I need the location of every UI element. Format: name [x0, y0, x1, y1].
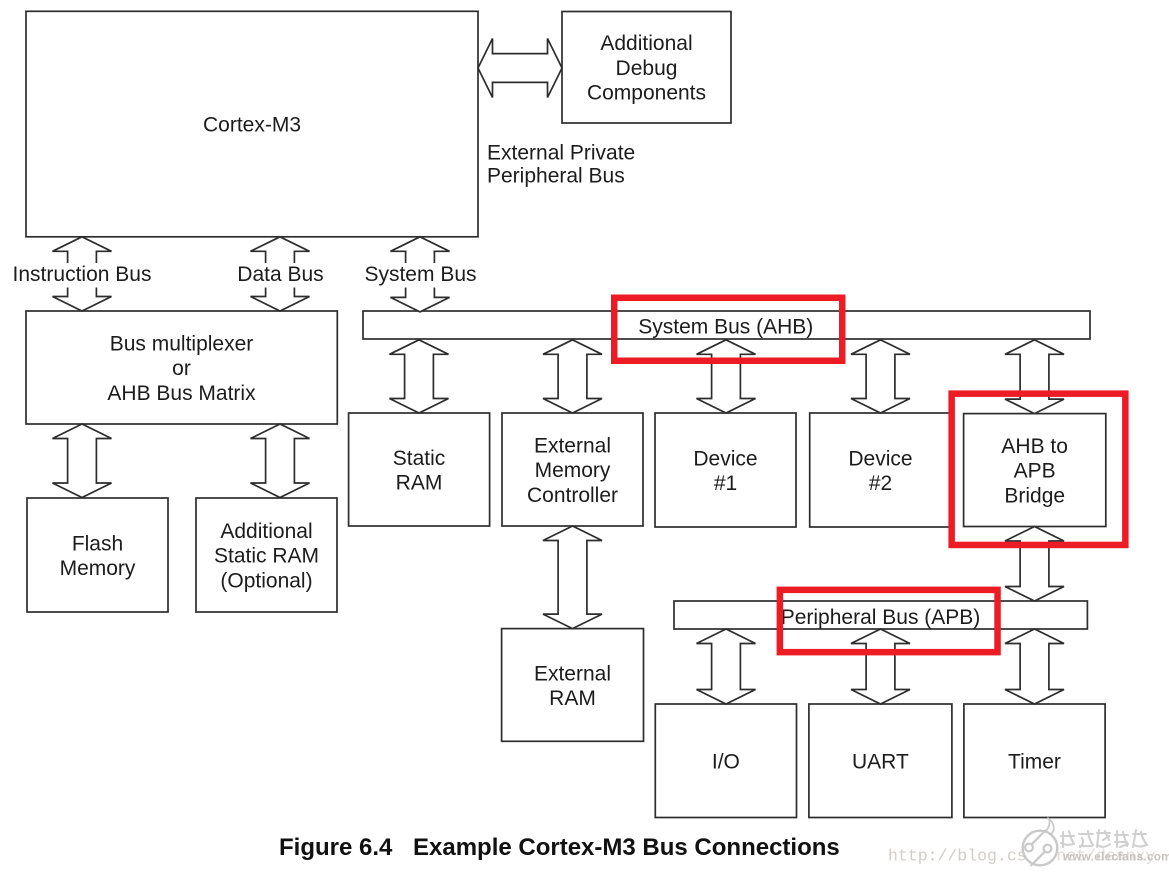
svg-text:External: External [534, 662, 611, 685]
svg-text:Additional: Additional [600, 32, 692, 55]
svg-text:Bus multiplexer: Bus multiplexer [110, 332, 254, 355]
svg-text:Components: Components [587, 82, 706, 105]
svg-text:Device: Device [693, 447, 757, 470]
svg-text:Flash: Flash [72, 532, 123, 555]
svg-text:Example Cortex-M3 Bus Connecti: Example Cortex-M3 Bus Connections [413, 834, 840, 861]
svg-text:System Bus (AHB): System Bus (AHB) [638, 316, 813, 339]
svg-text:#1: #1 [714, 472, 737, 495]
svg-text:Static: Static [393, 447, 446, 470]
svg-text:Memory: Memory [60, 557, 136, 580]
svg-text:Static RAM: Static RAM [214, 545, 319, 568]
svg-text:http://blog.csdn.net/deanxy: http://blog.csdn.net/deanxy [888, 847, 1155, 866]
svg-text:RAM: RAM [549, 687, 596, 710]
svg-text:External: External [534, 434, 611, 457]
svg-text:Debug: Debug [616, 57, 678, 80]
svg-text:Instruction Bus: Instruction Bus [13, 263, 152, 286]
svg-text:RAM: RAM [396, 472, 443, 495]
svg-text:Cortex-M3: Cortex-M3 [203, 114, 301, 137]
svg-text:Figure 6.4: Figure 6.4 [279, 834, 393, 861]
svg-text:Data Bus: Data Bus [237, 263, 323, 286]
svg-text:Peripheral Bus (APB): Peripheral Bus (APB) [781, 606, 981, 629]
svg-text:Memory: Memory [535, 459, 611, 482]
svg-text:APB: APB [1014, 460, 1056, 483]
svg-text:Timer: Timer [1008, 750, 1061, 773]
svg-text:#2: #2 [869, 472, 892, 495]
svg-text:System Bus: System Bus [364, 263, 476, 286]
svg-text:Bridge: Bridge [1004, 484, 1065, 507]
svg-text:AHB to: AHB to [1001, 435, 1068, 458]
svg-text:UART: UART [852, 750, 909, 773]
svg-text:Device: Device [848, 447, 912, 470]
svg-text:Peripheral Bus: Peripheral Bus [487, 165, 625, 188]
svg-text:(Optional): (Optional) [220, 569, 312, 592]
svg-text:or: or [172, 357, 191, 380]
svg-text:Additional: Additional [220, 520, 312, 543]
svg-text:I/O: I/O [712, 750, 740, 773]
svg-text:External Private: External Private [487, 142, 635, 165]
svg-text:www.elecfans.com: www.elecfans.com [1062, 852, 1169, 864]
svg-text:AHB Bus Matrix: AHB Bus Matrix [107, 382, 256, 405]
svg-text:Controller: Controller [527, 484, 618, 507]
